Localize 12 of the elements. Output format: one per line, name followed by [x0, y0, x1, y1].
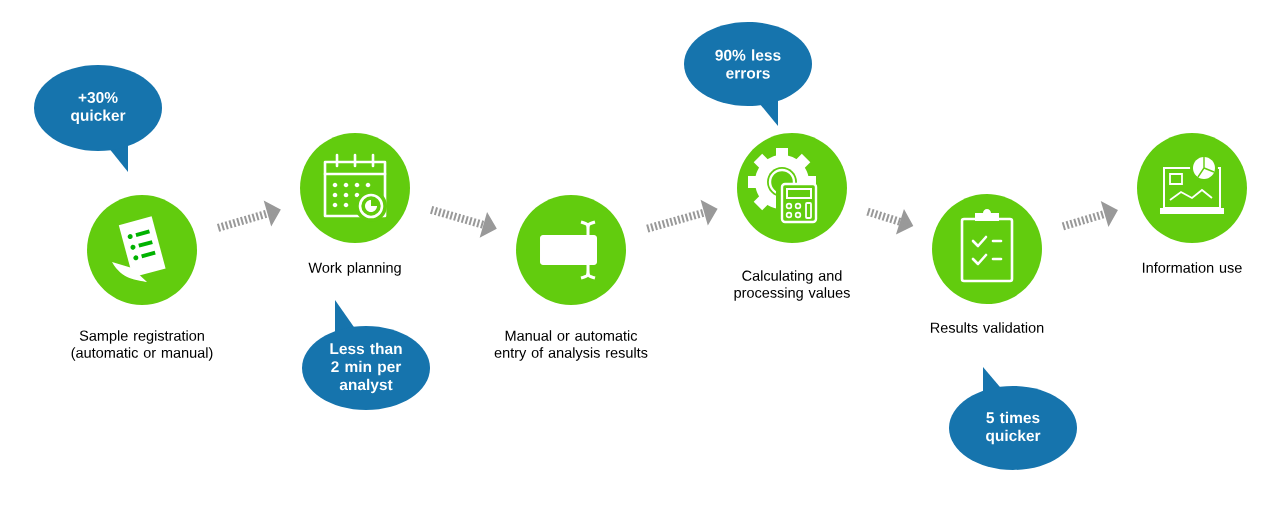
- dotted-arrow: [216, 200, 281, 232]
- step-label: Manual or automatic entry of analysis results: [494, 330, 648, 361]
- speech-bubble: Less than 2 min per analyst: [302, 300, 430, 410]
- step-label: Calculating and processing values: [734, 270, 850, 301]
- step-label: Information use: [1142, 262, 1242, 273]
- speech-bubble: 90% less errors: [684, 22, 812, 126]
- speech-bubble: +30% quicker: [34, 65, 162, 172]
- speech-bubble: 5 times quicker: [949, 367, 1077, 470]
- step-label: Sample registration (automatic or manual): [71, 330, 213, 361]
- step-label: Work planning: [308, 262, 401, 276]
- dotted-arrow: [1061, 201, 1118, 231]
- step-label: Results validation: [930, 322, 1044, 333]
